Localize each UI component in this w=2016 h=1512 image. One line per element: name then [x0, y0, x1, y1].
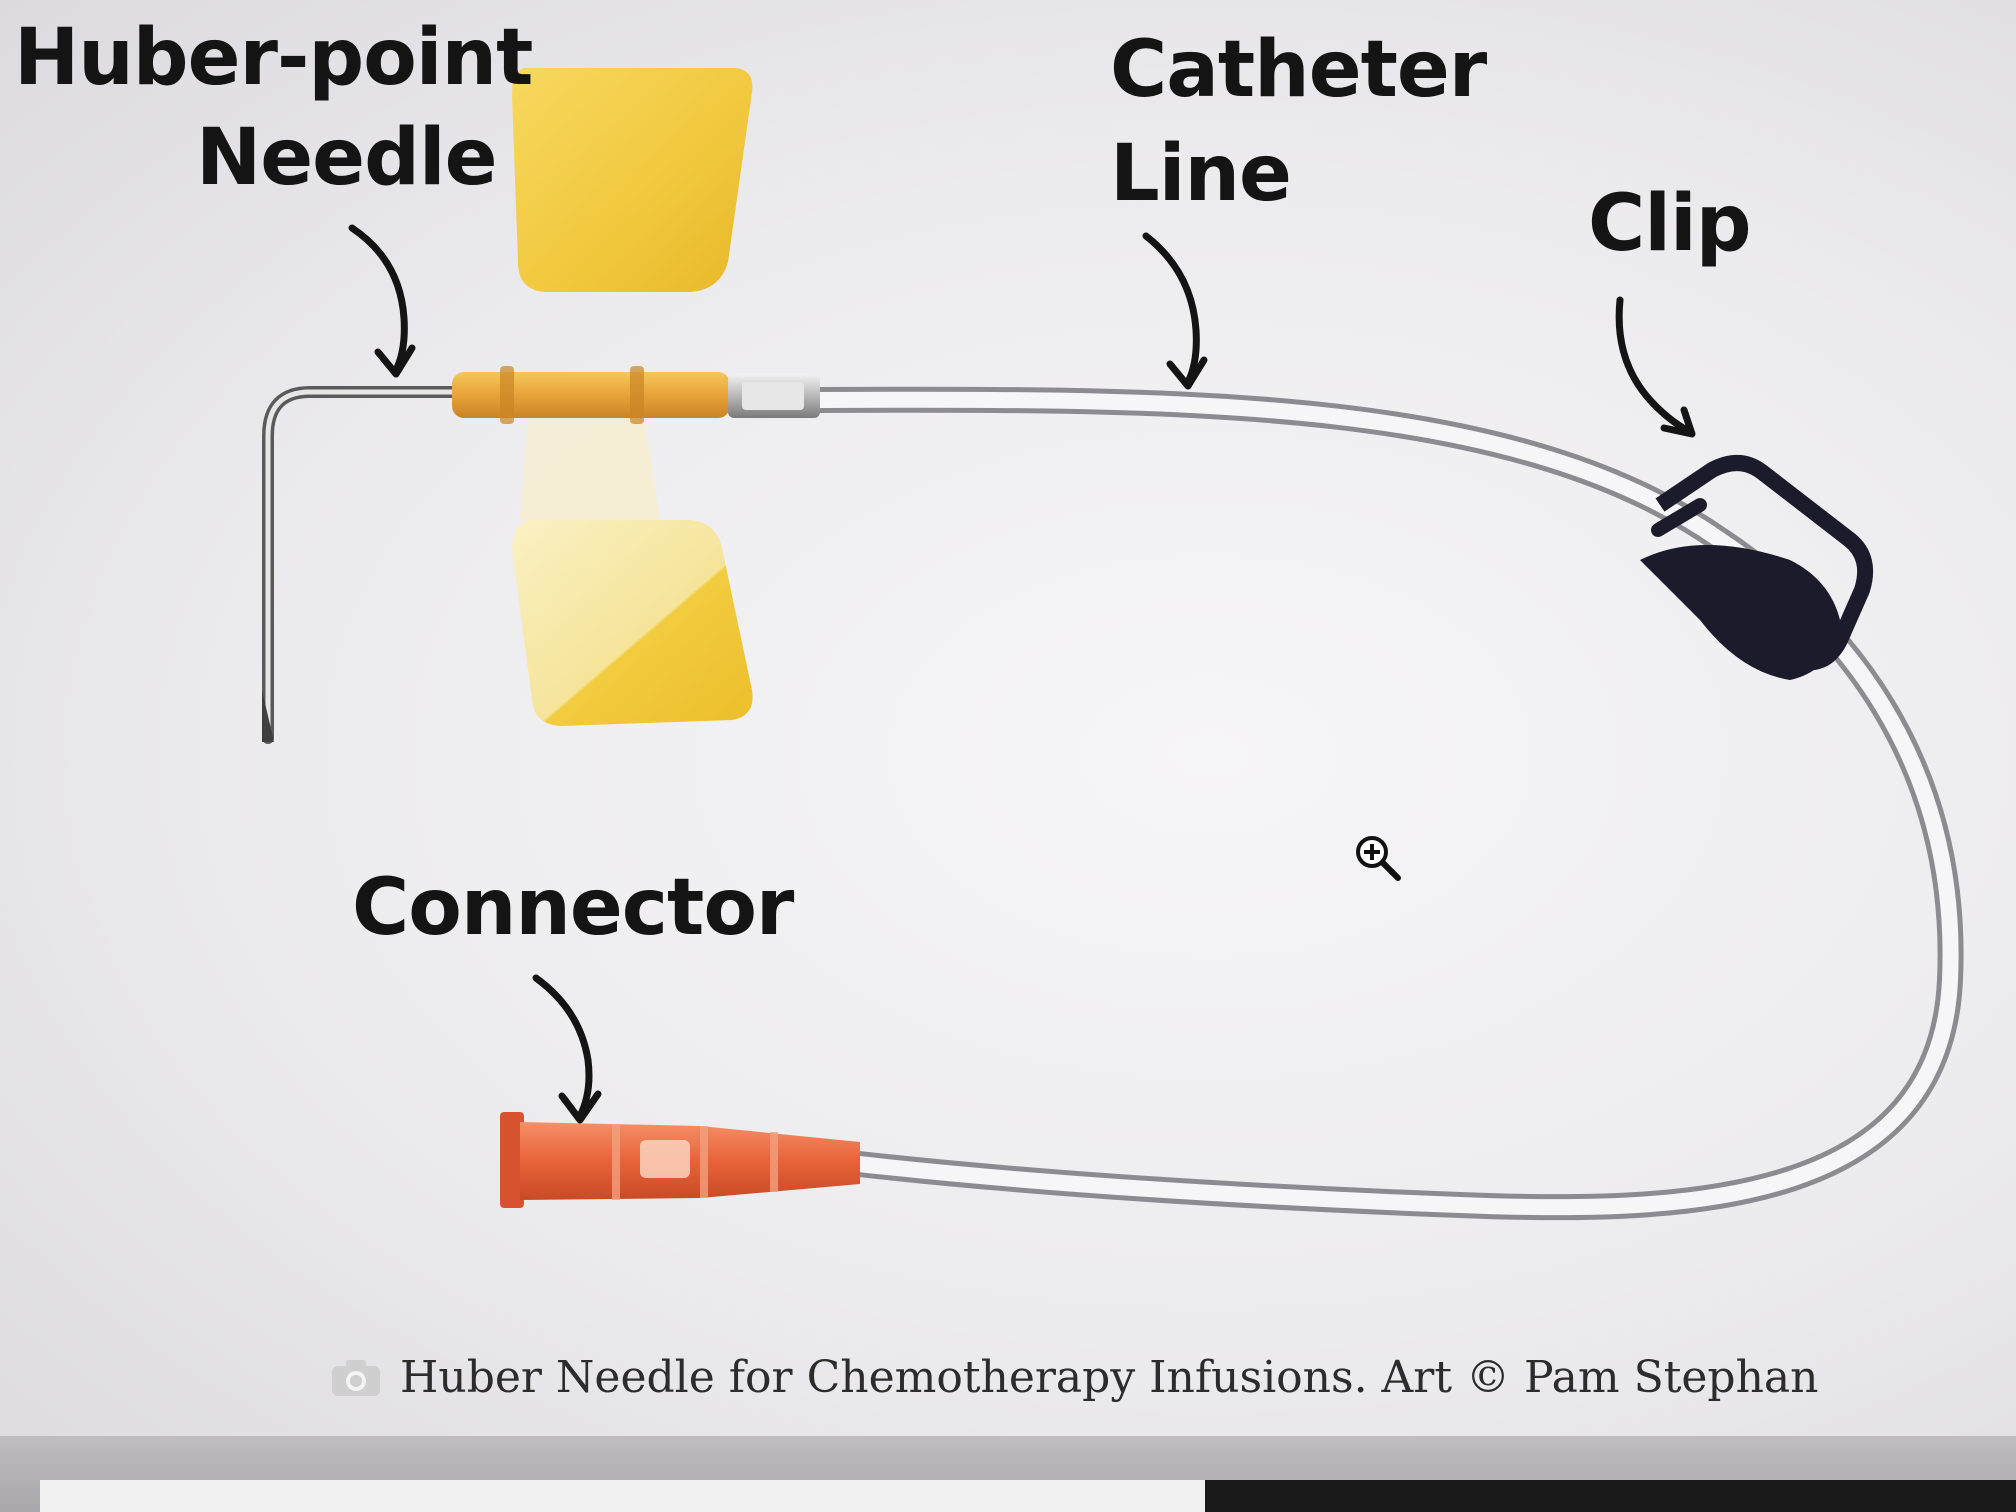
- clip-label: Clip: [1588, 179, 1752, 269]
- figure-caption: Huber Needle for Chemotherapy Infusions.…: [330, 1352, 1819, 1403]
- clip-pointer-arrow: [1615, 296, 1696, 438]
- zoom-in-icon: [1356, 836, 1401, 881]
- needle-label: Needle: [196, 113, 498, 203]
- connector-label: Connector: [352, 863, 794, 953]
- needle-hub: [452, 366, 820, 424]
- bottom-dark-strip: [1205, 1480, 2016, 1512]
- connector-pointer-arrow: [532, 974, 602, 1124]
- needle-shaft: [262, 386, 466, 744]
- bottom-light-strip: [40, 1480, 1205, 1512]
- caption-text: Huber Needle for Chemotherapy Infusions.…: [400, 1352, 1819, 1403]
- catheter-line-pointer-arrow: [1142, 232, 1208, 390]
- luer-connector: [500, 1112, 860, 1208]
- line-label: Line: [1110, 129, 1292, 219]
- tubing-clip: [1640, 455, 1873, 680]
- needle-wings: [512, 68, 753, 726]
- camera-icon: [332, 1359, 380, 1396]
- catheter-label: Catheter: [1110, 25, 1487, 115]
- huber-point-label: Huber-point: [14, 13, 533, 103]
- catheter-tubing: [807, 386, 1964, 1221]
- huber-needle-pointer-arrow: [348, 224, 416, 378]
